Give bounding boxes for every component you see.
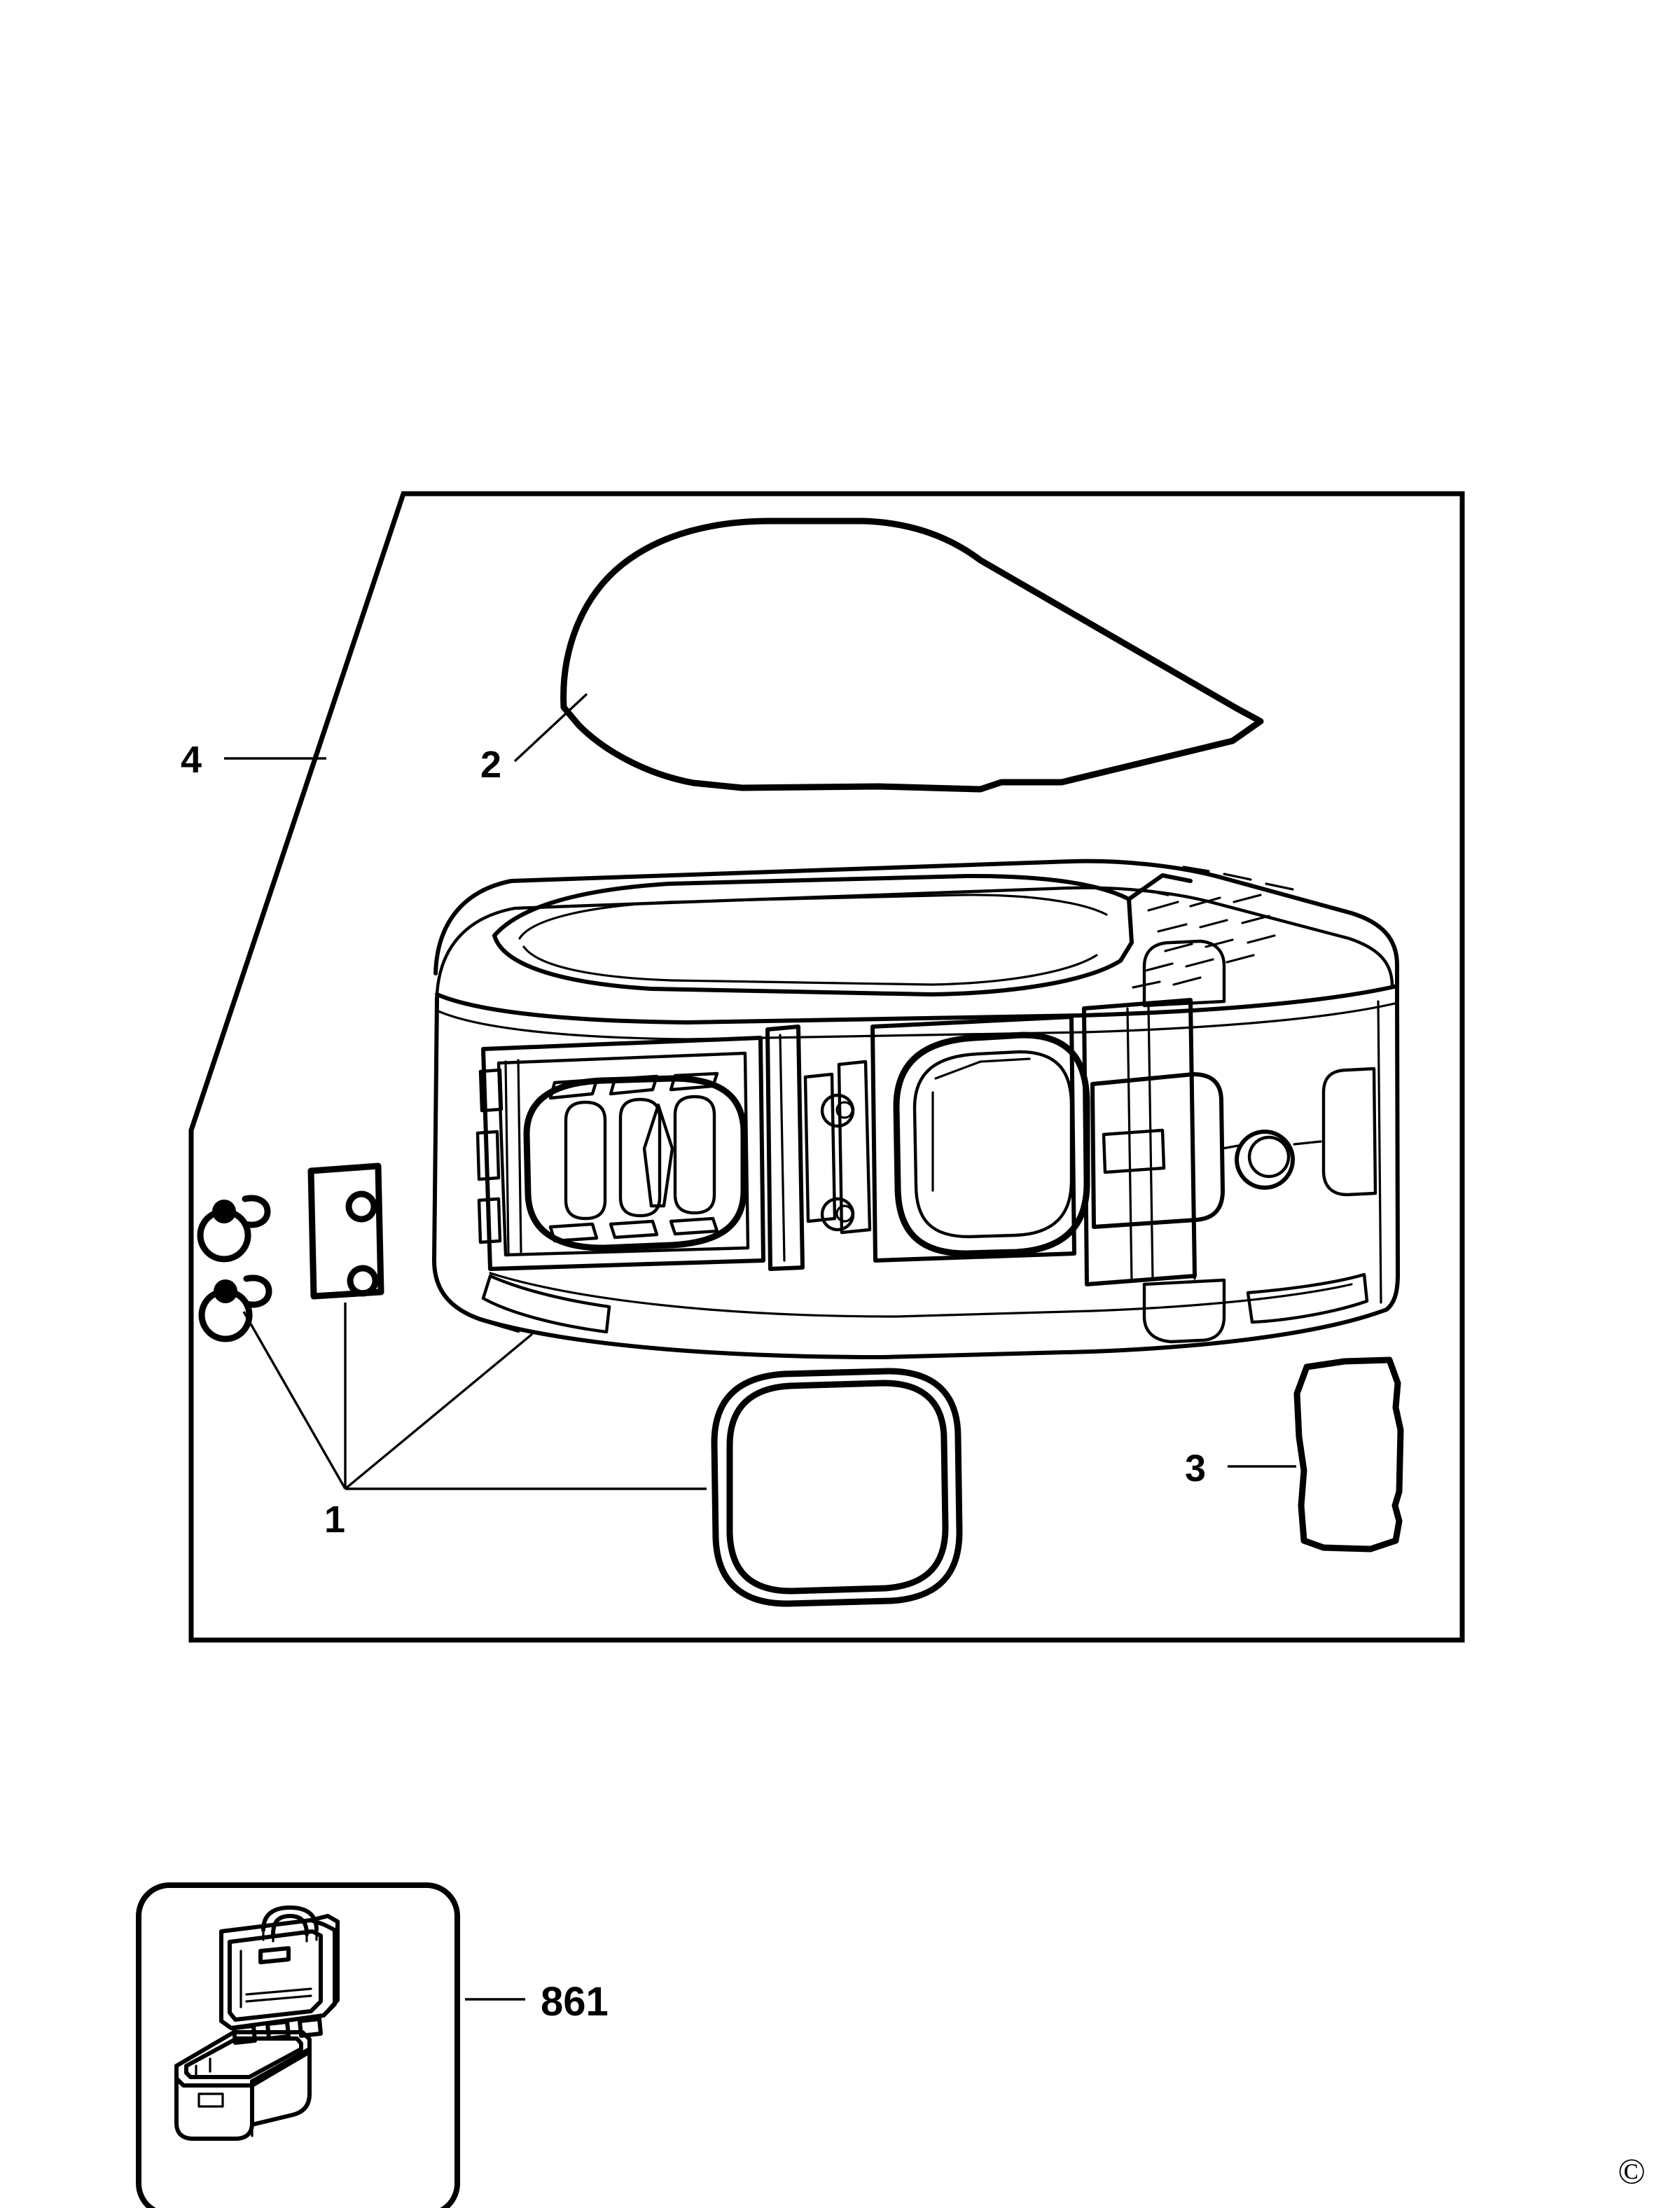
callout-3-label: 3: [1185, 1447, 1206, 1490]
assembly-inset: 861: [136, 1882, 609, 2208]
inset-label-861: 861: [541, 1979, 609, 2025]
case-latch-end: [1082, 939, 1382, 1344]
inset-case-lid: [219, 1905, 340, 2030]
case-center-column: [765, 1025, 872, 1271]
callout-2-label: 2: [480, 744, 501, 786]
callout-1: 1: [242, 1303, 707, 1541]
gasket-seal-ring: [711, 1368, 963, 1607]
callout-4: 4: [181, 739, 326, 781]
screw-lower: [198, 1275, 272, 1342]
case-vent-panel: [475, 1036, 765, 1271]
callout-2: 2: [480, 693, 588, 786]
foam-insert-right: [1293, 1356, 1404, 1553]
copyright-glyph: ©: [1618, 2152, 1646, 2192]
exploded-view-frame: [188, 491, 1465, 1643]
case-right-recess: [820, 1015, 1090, 1263]
inset-case-base: [174, 2030, 312, 2141]
hinge-plate: [307, 1162, 384, 1300]
lid-texture-patch: [1127, 866, 1294, 989]
copyright-mark: ©: [1618, 2152, 1646, 2192]
screw-upper: [197, 1195, 271, 1263]
foam-pad-upper: [560, 518, 1264, 793]
callout-3: 3: [1185, 1447, 1296, 1490]
tool-case-body: [432, 859, 1400, 1359]
callout-1-label: 1: [324, 1499, 345, 1541]
callout-4-label: 4: [181, 739, 202, 781]
